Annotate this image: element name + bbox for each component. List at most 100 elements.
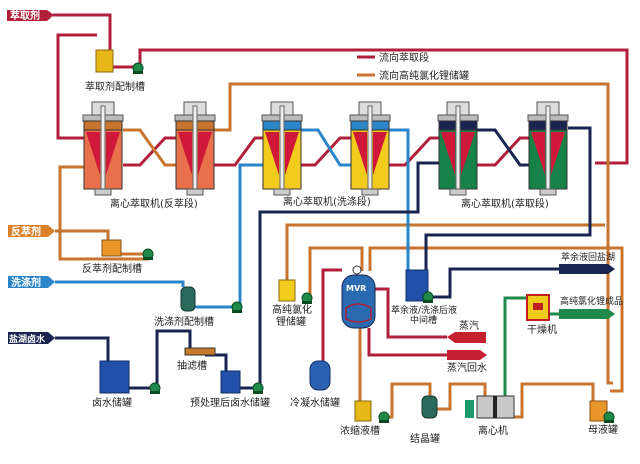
pump-icon [603,411,615,423]
pipe-orange-cross [123,128,178,167]
dryer-label: 干燥机 [527,323,557,336]
pipe-filter-pretreat [205,353,228,371]
pump-icon [422,291,434,303]
licl-tank-label-2: 锂储罐 [276,315,306,328]
pipe-steam-return [367,328,447,357]
pump-icon [132,62,144,74]
tag-detergent-label: 洗涤剂 [11,276,41,289]
product-arrow [559,309,615,319]
pipe-brine-filter [129,329,192,390]
mother-liquor-tank [589,400,608,422]
centrifuge-motor [465,400,474,418]
centrifugal-extractor [174,101,216,196]
brine-tank-label: 卤水储罐 [92,396,132,409]
shaft [279,105,285,192]
rotor-vane [86,132,100,175]
steam-return-arrow [447,350,487,360]
evaporator-vessel [341,274,376,329]
pipe-cross [477,136,531,167]
pump-base [150,391,160,394]
tag-detergent [8,276,55,288]
pipe-condensate [321,268,342,361]
centrifugal-extractor [349,101,391,196]
base [361,188,379,196]
pipe-raffinate-return [428,267,559,299]
pump-base [423,300,433,303]
legend-to-extraction: 流向萃取段 [379,51,429,64]
pump-icon [252,382,264,394]
pipe-crystal-centrifuge [437,382,487,411]
steam-label: 蒸汽 [459,319,479,332]
stage-label-extraction: 离心萃取机(萃取段) [461,197,549,210]
pipe-extractant-to-stage1 [56,33,97,140]
condensate-tank-label: 冷凝水储罐 [290,396,340,409]
shaft [367,105,373,192]
centrifuge-shaft [493,396,497,418]
pump-base [604,420,614,423]
detergent-tank-label: 洗涤剂配制槽 [154,315,214,328]
pipe-stripping-feed [55,229,110,240]
centrifugal-extractor [82,101,124,196]
pumps [132,62,615,423]
pump-icon [231,301,243,313]
shaft [192,105,198,192]
licl-tank-label-1: 高纯氯化 [272,303,312,316]
pipe-raffinate [424,126,592,270]
tag-brine-label: 盐湖卤水 [9,333,46,345]
rotor-vane [373,132,387,175]
pump-icon [301,292,313,304]
centrifuges [82,101,569,196]
extractant-tank-label: 萃取剂配制槽 [85,80,145,93]
dryer-window [533,303,543,310]
pipe-to-licl-tank [213,82,613,385]
pipe-blue-cross [301,128,354,167]
pretreated-brine-tank [220,370,241,394]
condensate-tank [309,360,331,391]
pipe-cross [301,136,354,167]
pipe-recycle-extractant [138,48,629,165]
pipe-centrifuge-mother [514,382,595,419]
pipe-detergent-feed [55,280,185,287]
rotor-vane [531,132,545,175]
steam-return-label: 蒸汽回水 [447,361,487,374]
stripping-tank-label: 反萃剂配制槽 [82,262,142,275]
rotor-vane [198,132,212,175]
brine-tank [99,360,130,394]
raffinate-return-label: 萃余液回盐湖 [561,251,615,263]
tag-stripping-agent [8,225,55,237]
detergent-tank [180,286,196,312]
shaft [545,105,551,192]
pressure-gauge-icon [352,265,362,275]
tag-extractant-label: 萃取剂 [10,9,40,22]
pump-base [379,420,389,423]
shaft [100,105,106,192]
base [273,188,291,196]
tag-brine [8,332,55,344]
crystallizer-label: 结晶罐 [410,432,440,445]
centrifugal-extractor [261,101,303,196]
heating-coil [345,303,372,323]
pump-base [302,301,312,304]
pipe-cross [213,136,264,167]
pipe-cross [123,136,178,167]
pipe-detergent-to-stage [193,163,264,309]
pump-base [143,257,153,260]
pipes [53,13,629,419]
centrifugal-extractor [437,101,479,196]
steam-arrow [447,332,486,343]
pump-icon [149,382,161,394]
legend: 流向萃取段 流向高纯氯化锂储罐 [357,51,469,82]
pump-base [232,310,242,313]
extractant-tank [95,49,114,73]
legend-to-licl-tank: 流向高纯氯化锂储罐 [379,69,469,82]
rotor-vane [178,132,192,175]
rotor-vane [265,132,279,175]
stage-label-stripping: 离心萃取机(反萃段) [110,197,198,210]
pipe-brine-feed [55,336,110,361]
raffinate-intermediate-tank [405,269,429,302]
base [186,188,204,196]
centrifuge-label: 离心机 [478,424,508,437]
pretreated-brine-tank-label: 预处理后卤水储罐 [190,396,270,409]
